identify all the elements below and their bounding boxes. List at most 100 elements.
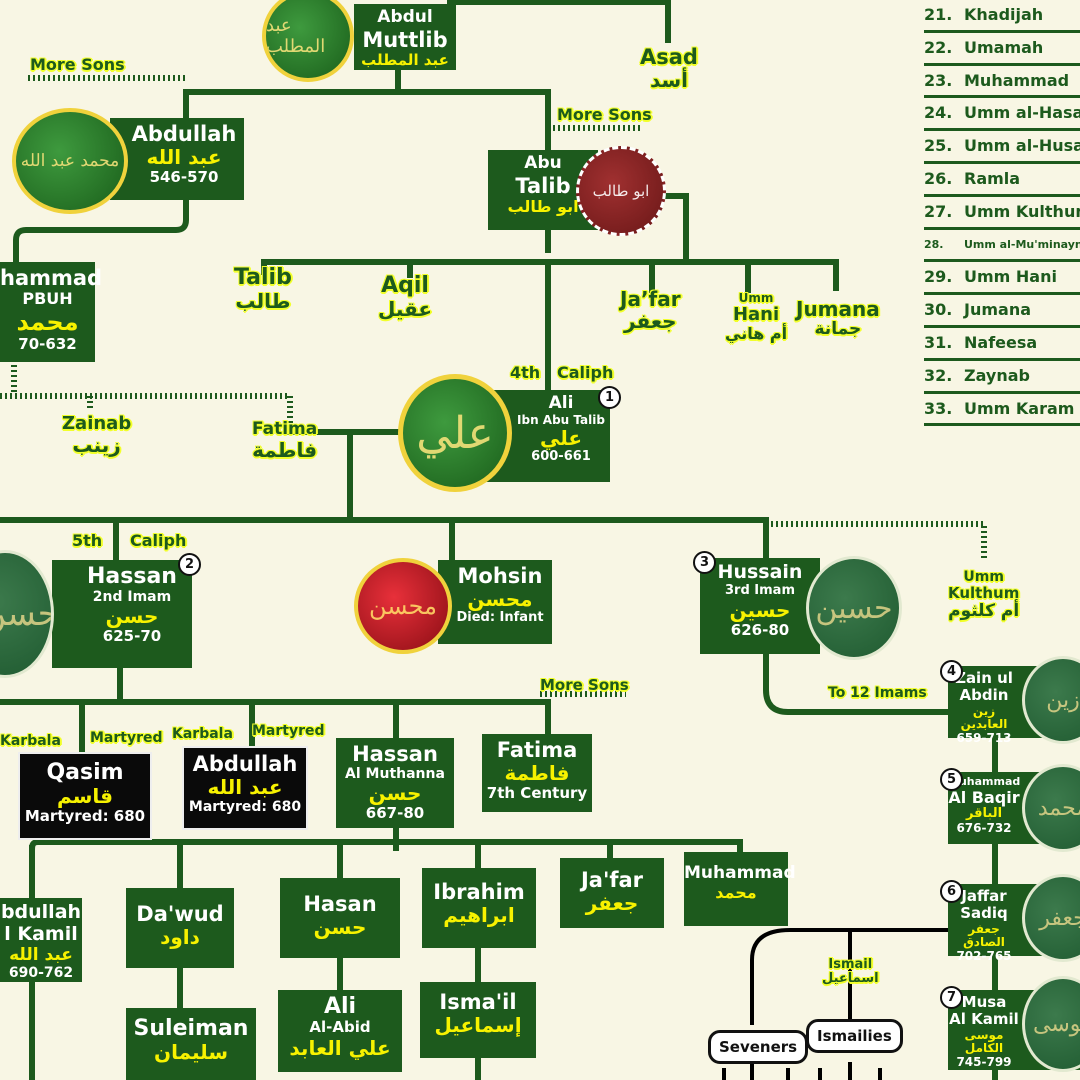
ismail-label: Ismail اسماعيل xyxy=(822,957,879,987)
hassan-al-muthanna-node[interactable]: Hassan Al Muthanna حسن 667-80 xyxy=(336,738,454,828)
martyred-label: Martyred xyxy=(90,730,163,746)
suleiman-node[interactable]: Suleiman سليمان xyxy=(126,1008,256,1080)
list-item-number: 21. xyxy=(924,5,953,24)
mohsin-calligraphy-medal: محسن xyxy=(354,558,452,654)
daughters-list-item: 27. Umm Kulthum xyxy=(924,197,1080,230)
number-badge: 7 xyxy=(940,986,963,1009)
abdullah-al-kamil-node[interactable]: bdullah l Kamil عبد الله 690-762 xyxy=(0,898,82,982)
list-item-name: Jumana xyxy=(964,300,1031,320)
caliph-label: Caliph xyxy=(130,531,187,550)
abdullah-martyred-node[interactable]: Abdullah عبد الله Martyred: 680 xyxy=(182,746,308,830)
seveners-pill[interactable]: Seveners xyxy=(708,1030,809,1064)
hussain-calligraphy-medal: حسين xyxy=(806,556,902,660)
daughters-list-item: 31. Nafeesa xyxy=(924,328,1080,361)
jafar-node[interactable]: Ja'far جعفر xyxy=(560,858,664,928)
caliph-label: Caliph xyxy=(557,363,614,382)
umm-kulthum-label: Umm Kulthum أم كلثوم xyxy=(948,569,1020,621)
list-item-number: 23. xyxy=(924,70,953,90)
list-item-number: 30. xyxy=(924,300,953,320)
list-item-name: Muhammad xyxy=(964,70,1070,90)
jafar-label: Ja’far جعفر xyxy=(620,287,681,333)
daughters-list-item: 21. Khadijah xyxy=(924,0,1080,33)
list-item-name: Khadijah xyxy=(964,5,1044,24)
list-item-number: 32. xyxy=(924,365,953,385)
mohsin-node[interactable]: Mohsin محسن Died: Infant xyxy=(438,560,552,644)
fatima-label: Fatima فاطمة xyxy=(252,419,318,462)
list-item-number: 24. xyxy=(924,103,953,123)
daughters-list-item: 26. Ramla xyxy=(924,164,1080,197)
daughters-list: 21. Khadijah 22. Umamah 23. Muhammad 24. Umm al… xyxy=(924,0,1080,427)
daughters-list-item: 30. Jumana xyxy=(924,295,1080,328)
abdul-muttlib-node[interactable]: Abdul Muttlib عبد المطلب xyxy=(354,4,456,70)
number-badge: 2 xyxy=(178,553,201,576)
hussain-node[interactable]: Hussain 3rd Imam حسين 626-80 xyxy=(700,558,820,654)
hasan-node[interactable]: Hasan حسن xyxy=(280,878,400,958)
muhammad-node[interactable]: Muhammad محمد xyxy=(684,852,796,926)
ali-calligraphy-medal: علي xyxy=(398,374,512,492)
fifth-label: 5th xyxy=(72,531,103,550)
daughters-list-item: 33. Umm Karam xyxy=(924,394,1080,427)
list-item-name: Umamah xyxy=(964,37,1044,57)
list-item-number: 29. xyxy=(924,267,953,287)
fourth-label: 4th xyxy=(510,363,541,382)
muhammad-pbuh-node[interactable]: hammad PBUH محمد 70-632 xyxy=(0,262,102,362)
list-item-number: 33. xyxy=(924,398,953,418)
aqil-label: Aqil عقيل xyxy=(378,273,433,322)
to-12-imams-label: To 12 Imams xyxy=(828,685,927,701)
abdullah-node[interactable]: Abdullah عبد الله 546-570 xyxy=(110,118,244,200)
list-item-name: Umm al-Mu'minayn xyxy=(964,237,1080,251)
list-item-number: 31. xyxy=(924,332,953,352)
list-item-name: Umm Hani xyxy=(964,267,1057,287)
daughters-list-item: 28. Umm al-Mu'minayn xyxy=(924,230,1080,263)
martyred-label: Martyred xyxy=(252,723,325,739)
asad-label: Asad أسد xyxy=(640,45,698,93)
list-item-number: 22. xyxy=(924,37,953,57)
karbala-label: Karbala xyxy=(0,733,61,749)
number-badge: 3 xyxy=(693,551,716,574)
more-sons-label: More Sons xyxy=(557,105,652,124)
number-badge: 6 xyxy=(940,880,963,903)
daughters-list-item: 29. Umm Hani xyxy=(924,262,1080,296)
list-item-number: 27. xyxy=(924,201,953,221)
list-item-name: Umm Karam xyxy=(964,398,1075,418)
qasim-node[interactable]: Qasim قاسم Martyred: 680 xyxy=(18,752,152,840)
ismailies-pill[interactable]: Ismailies xyxy=(806,1019,903,1053)
karbala-label: Karbala xyxy=(172,726,233,742)
abu-talib-calligraphy-medal: ابو طالب xyxy=(576,146,666,236)
fatima-node[interactable]: Fatima فاطمة 7th Century xyxy=(482,734,592,812)
daughters-list-item: 23. Muhammad xyxy=(924,66,1080,99)
number-badge: 4 xyxy=(940,660,963,683)
list-item-name: Nafeesa xyxy=(964,332,1038,352)
list-item-name: Ramla xyxy=(964,168,1021,188)
ismail-node[interactable]: Isma'il إسماعيل xyxy=(420,982,536,1058)
ali-node[interactable]: Ali Ibn Abu Talib علي 600-661 xyxy=(486,390,610,482)
daughters-list-item: 24. Umm al-Hasan xyxy=(924,98,1080,132)
talib-label: Talib طالب xyxy=(234,265,292,314)
hassan-node[interactable]: Hassan 2nd Imam حسن 625-70 xyxy=(52,560,192,668)
list-item-name: Zaynab xyxy=(964,365,1030,385)
ali-al-abid-node[interactable]: Ali Al-Abid علي العابد xyxy=(278,990,402,1072)
number-badge: 5 xyxy=(940,768,963,791)
more-sons-label: More Sons xyxy=(540,676,629,694)
zainab-label: Zainab زينب xyxy=(62,413,132,457)
daughters-list-item: 25. Umm al-Husain xyxy=(924,131,1080,164)
jumana-label: Jumana جمانة xyxy=(796,297,880,339)
daughters-list-item: 32. Zaynab xyxy=(924,361,1080,394)
abdullah-calligraphy-medal: محمد عبد الله xyxy=(12,108,128,214)
dawud-node[interactable]: Da'wud داود xyxy=(126,888,234,968)
umm-hani-label: Umm Hani أم هاني xyxy=(725,291,788,343)
sadiq-calligraphy-medal: جعفر xyxy=(1022,874,1080,962)
ibrahim-node[interactable]: Ibrahim ابراهيم xyxy=(422,868,536,948)
number-badge: 1 xyxy=(598,386,621,409)
list-item-name: Umm al-Husain xyxy=(964,136,1080,156)
list-item-number: 25. xyxy=(924,136,953,156)
list-item-number: 28. xyxy=(924,237,944,251)
list-item-name: Umm al-Hasan xyxy=(964,103,1080,123)
baqir-calligraphy-medal: محمد xyxy=(1022,764,1080,852)
more-sons-label: More Sons xyxy=(30,55,125,74)
list-item-number: 26. xyxy=(924,168,953,188)
abdul-muttlib-calligraphy-medal: عبد المطلب xyxy=(262,0,354,82)
list-item-name: Umm Kulthum xyxy=(964,201,1080,221)
